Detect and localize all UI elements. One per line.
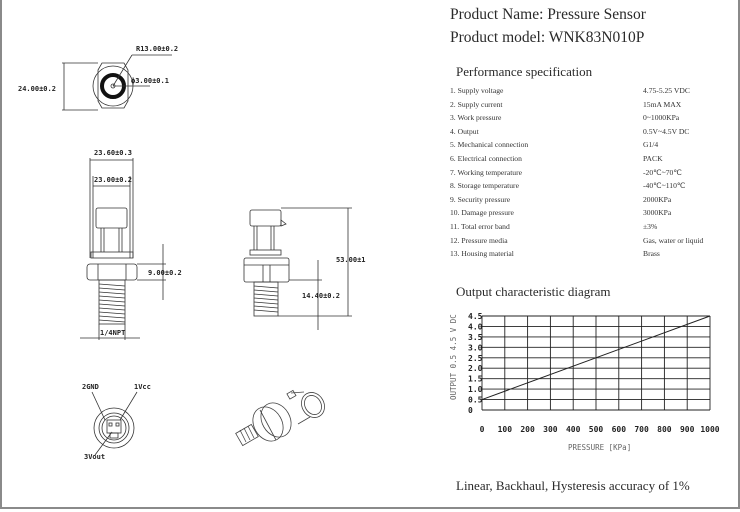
chart-y-tick-label: 2.0 xyxy=(468,364,483,373)
spec-row: 10. Damage pressure 3000KPa xyxy=(450,208,740,221)
spec-value: -40℃~110℃ xyxy=(643,181,686,191)
chart-y-tick-label: 4.0 xyxy=(468,322,483,331)
connector-head xyxy=(95,207,128,229)
chart-x-tick-label: 1000 xyxy=(700,425,719,434)
spec-value: 0~1000KPa xyxy=(643,113,680,123)
product-name: Product Name: Pressure Sensor xyxy=(450,6,646,23)
chart-y-tick-label: 3.0 xyxy=(468,343,483,352)
spec-row: 7. Working temperature -20℃~70℃ xyxy=(450,168,740,181)
spec-value: Brass xyxy=(643,249,660,259)
chart-y-tick-label: 1.5 xyxy=(468,375,483,384)
chart-y-ticks: 00.5 1.01.5 2.02.5 3.03.5 4.04.5 xyxy=(468,312,483,415)
dim-bore: ϕ3.00±0.1 xyxy=(131,77,169,85)
chart-y-tick-label: 4.5 xyxy=(468,312,483,321)
top-view xyxy=(62,54,172,111)
spec-label: 3. Work pressure xyxy=(450,113,502,123)
chart-x-tick-label: 500 xyxy=(589,425,604,434)
spec-value: 2000KPa xyxy=(643,194,672,204)
spec-row: 3. Work pressure 0~1000KPa xyxy=(450,113,740,126)
spec-value: 4.75-5.25 VDC xyxy=(643,86,690,95)
spec-row: 4. Output 0.5V~4.5V DC xyxy=(450,127,740,140)
chart-x-tick-label: 200 xyxy=(520,425,535,434)
spec-row: 12. Pressure media Gas, water or liquid xyxy=(450,236,740,249)
chart-x-tick-label: 0 xyxy=(480,425,485,434)
hex-outline xyxy=(97,62,129,109)
chart-y-label: OUTPUT 0.5 4.5 V DC xyxy=(449,314,458,400)
chart-x-tick-label: 100 xyxy=(498,425,513,434)
chart-series xyxy=(481,315,711,401)
spec-label: 11. Total error band xyxy=(450,222,510,231)
spec-value: ±3% xyxy=(643,222,658,231)
spec-row: 9. Security pressure 2000KPa xyxy=(450,195,740,208)
pin-label-gnd: 2GND xyxy=(82,383,99,391)
spec-label: 7. Working temperature xyxy=(450,167,522,177)
side-view xyxy=(243,207,352,330)
spec-row: 6. Electrical connection PACK xyxy=(450,154,740,167)
chart-x-label: PRESSURE [KPa] xyxy=(568,443,631,452)
chart-x-tick-label: 700 xyxy=(634,425,649,434)
isometric-view xyxy=(235,389,325,447)
chart-x-tick-label: 400 xyxy=(566,425,581,434)
connector-view xyxy=(91,391,138,456)
spec-label: 9. Security pressure xyxy=(450,194,511,204)
spec-label: 5. Mechanical connection xyxy=(450,140,529,150)
dim-width-body: 23.00±0.2 xyxy=(94,176,132,184)
chart-y-tick-label: 1.0 xyxy=(468,385,483,394)
spec-row: 2. Supply current 15mA MAX xyxy=(450,100,740,113)
spec-value: -20℃~70℃ xyxy=(643,167,682,177)
chart-x-tick-label: 800 xyxy=(657,425,672,434)
spec-label: 13. Housing material xyxy=(450,249,514,259)
front-view xyxy=(80,158,166,340)
technical-drawing: 24.00±0.2 R13.00±0.2 ϕ3.00±0.1 23.60±0.3… xyxy=(18,45,366,461)
chart-series-line xyxy=(481,315,711,401)
spec-label: 4. Output xyxy=(450,126,479,136)
spec-value: Gas, water or liquid xyxy=(643,235,704,245)
spec-label: 2. Supply current xyxy=(450,99,503,109)
chart-y-tick-label: 2.5 xyxy=(468,354,483,363)
dim-total-length: 53.00±1 xyxy=(336,256,366,264)
accuracy-note: Linear, Backhaul, Hysteresis accuracy of… xyxy=(456,478,690,493)
chart-x-tick-label: 900 xyxy=(680,425,695,434)
side-connector xyxy=(249,209,282,227)
spec-row: 1. Supply voltage 4.75-5.25 VDC xyxy=(450,86,740,99)
spec-row: 13. Housing material Brass xyxy=(450,249,740,262)
spec-value: 0.5V~4.5V DC xyxy=(643,126,690,136)
dim-thread: 1/4NPT xyxy=(100,329,125,337)
spec-label: 10. Damage pressure xyxy=(450,208,514,218)
chart-x-ticks: 0 100 200 300 400 500 600 700 800 900 1000 xyxy=(480,425,720,434)
chart-x-tick-label: 600 xyxy=(612,425,627,434)
chart-heading: Output characteristic diagram xyxy=(456,284,611,299)
spec-label: 8. Storage temperature xyxy=(450,181,519,191)
spec-value: 3000KPa xyxy=(643,208,672,218)
spec-value: PACK xyxy=(643,154,663,163)
spec-row: 8. Storage temperature -40℃~110℃ xyxy=(450,181,740,194)
pin-label-vcc: 1Vcc xyxy=(134,383,151,391)
spec-heading: Performance specification xyxy=(456,64,593,79)
spec-row: 5. Mechanical connection G1/4 xyxy=(450,140,740,153)
dim-across-flats: 24.00±0.2 xyxy=(18,85,56,93)
spec-row: 11. Total error band ±3% xyxy=(450,222,740,235)
chart-y-tick-label: 3.5 xyxy=(468,333,483,342)
dim-hex-height: 9.00±0.2 xyxy=(148,269,182,277)
spec-value: G1/4 xyxy=(643,140,659,150)
spec-value: 15mA MAX xyxy=(643,99,682,109)
dim-radius: R13.00±0.2 xyxy=(136,45,178,53)
spec-label: 6. Electrical connection xyxy=(450,154,522,163)
dim-width-top: 23.60±0.3 xyxy=(94,149,132,157)
side-thread xyxy=(253,281,279,317)
chart-grid xyxy=(481,315,711,411)
chart-y-tick-label: 0.5 xyxy=(468,396,483,405)
spec-label: 12. Pressure media xyxy=(450,235,508,245)
spec-label: 1. Supply voltage xyxy=(450,86,504,95)
product-model: Product model: WNK83N010P xyxy=(450,29,645,46)
dim-thread-length: 14.40±0.2 xyxy=(302,292,340,300)
pin-label-vout: 3Vout xyxy=(84,453,105,461)
chart-y-tick-label: 0 xyxy=(468,406,473,415)
chart-x-tick-label: 300 xyxy=(543,425,558,434)
